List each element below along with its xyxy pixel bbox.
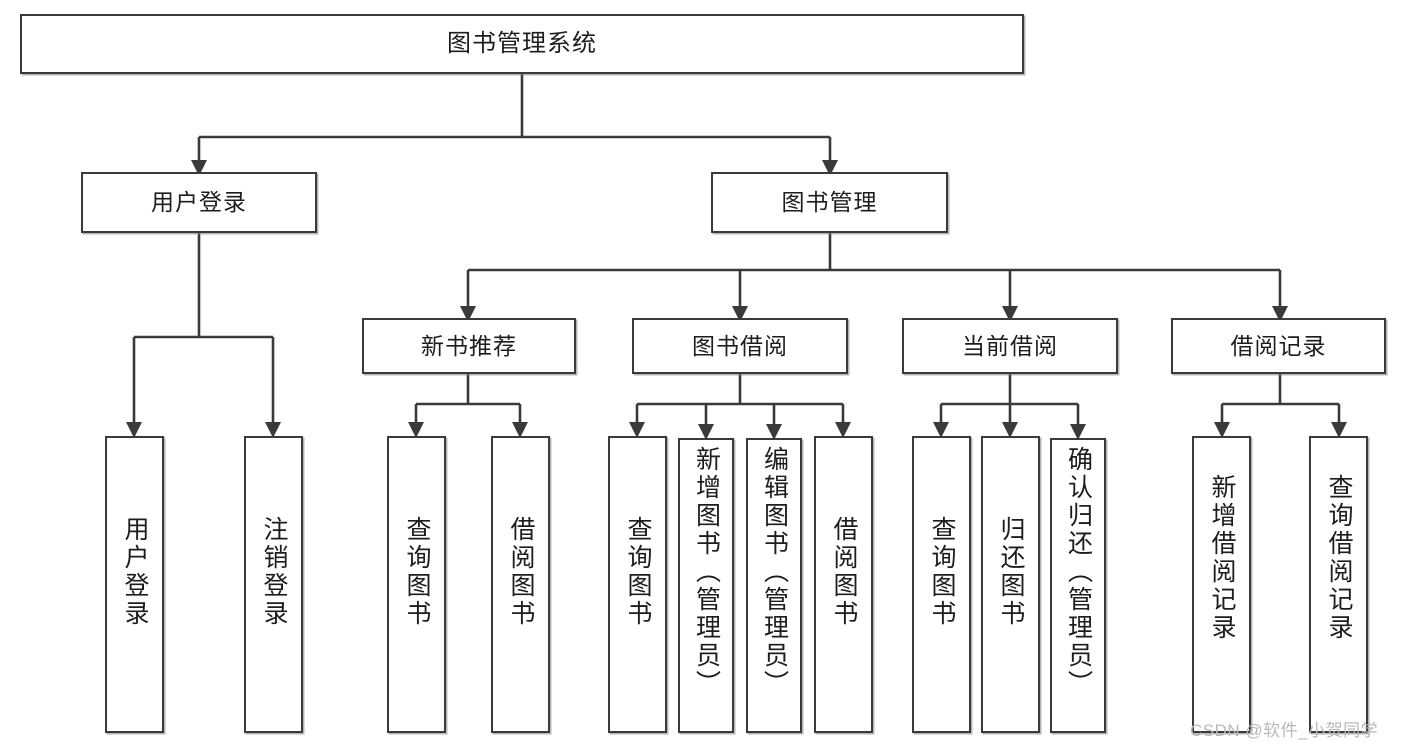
node-leaf-logout-login[interactable]: 注销登录: [244, 436, 303, 733]
csdn-watermark: CSDN @软件_小贺同学: [1190, 721, 1379, 740]
node-leaf-user-login-label: 用户登录: [121, 516, 149, 628]
node-leaf-logout-login-label: 注销登录: [260, 516, 288, 628]
node-book-manage[interactable]: 图书管理: [711, 172, 948, 233]
node-leaf-borrow-book-2[interactable]: 借阅图书: [814, 436, 873, 733]
node-leaf-confirm-return-label: 确认归还（管理员）: [1064, 446, 1093, 698]
node-leaf-query-record-label: 查询借阅记录: [1325, 474, 1353, 642]
node-borrow-record-label: 借阅记录: [1230, 332, 1327, 359]
node-leaf-query-book-3-label: 查询图书: [928, 516, 956, 628]
node-leaf-return-book[interactable]: 归还图书: [981, 436, 1040, 733]
node-leaf-add-record-label: 新增借阅记录: [1208, 474, 1236, 642]
node-leaf-query-book-3[interactable]: 查询图书: [912, 436, 971, 733]
node-root-label: 图书管理系统: [447, 30, 597, 58]
node-root[interactable]: 图书管理系统: [20, 14, 1024, 74]
node-leaf-query-book-1[interactable]: 查询图书: [387, 436, 446, 733]
node-book-borrow[interactable]: 图书借阅: [632, 318, 848, 374]
node-leaf-borrow-book-2-label: 借阅图书: [830, 516, 858, 628]
node-book-manage-label: 图书管理: [781, 189, 878, 216]
node-book-borrow-label: 图书借阅: [692, 332, 788, 359]
node-new-book-recommend-label: 新书推荐: [421, 332, 517, 359]
node-leaf-query-book-1-label: 查询图书: [403, 516, 431, 628]
node-borrow-record[interactable]: 借阅记录: [1171, 318, 1386, 374]
node-new-book-recommend[interactable]: 新书推荐: [362, 318, 576, 374]
node-leaf-add-record[interactable]: 新增借阅记录: [1192, 436, 1251, 733]
node-leaf-query-book-2-label: 查询图书: [624, 516, 652, 628]
node-user-login[interactable]: 用户登录: [81, 172, 317, 233]
node-leaf-return-book-label: 归还图书: [997, 516, 1025, 628]
node-leaf-edit-book[interactable]: 编辑图书（管理员）: [746, 438, 802, 733]
node-current-borrow-label: 当前借阅: [962, 332, 1058, 359]
node-user-login-label: 用户登录: [151, 189, 247, 216]
node-leaf-add-book[interactable]: 新增图书（管理员）: [678, 438, 734, 733]
node-leaf-add-book-label: 新增图书（管理员）: [692, 446, 721, 698]
node-leaf-confirm-return[interactable]: 确认归还（管理员）: [1050, 438, 1106, 733]
node-leaf-edit-book-label: 编辑图书（管理员）: [760, 446, 789, 698]
node-leaf-borrow-book-1-label: 借阅图书: [507, 516, 535, 628]
node-current-borrow[interactable]: 当前借阅: [902, 318, 1118, 374]
node-leaf-borrow-book-1[interactable]: 借阅图书: [491, 436, 550, 733]
node-leaf-query-book-2[interactable]: 查询图书: [608, 436, 667, 733]
node-leaf-user-login[interactable]: 用户登录: [105, 436, 164, 733]
node-leaf-query-record[interactable]: 查询借阅记录: [1309, 436, 1368, 733]
